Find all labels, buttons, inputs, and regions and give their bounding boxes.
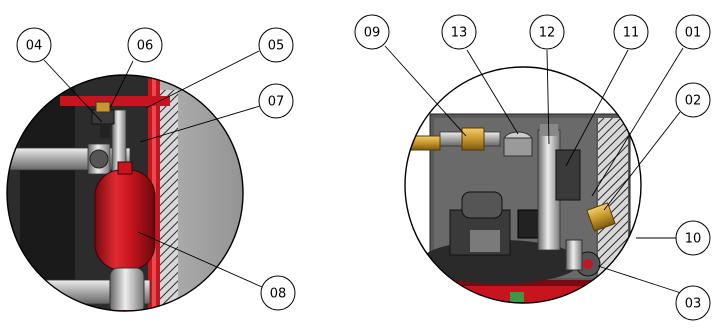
callout-06: 06 <box>127 27 163 63</box>
leader-04 <box>43 59 103 123</box>
callout-12-label: 12 <box>539 26 556 41</box>
leader-07 <box>139 105 261 143</box>
callout-01-label: 01 <box>685 26 702 41</box>
left-detail-view <box>6 74 244 312</box>
callout-03: 03 <box>675 285 711 321</box>
callout-11-label: 11 <box>623 26 640 41</box>
callout-01: 01 <box>675 14 711 50</box>
callout-06-label: 06 <box>137 39 154 54</box>
leader-09 <box>384 45 467 137</box>
right-detail-view <box>404 66 642 304</box>
leader-lines <box>43 45 684 294</box>
callout-05-label: 05 <box>268 39 285 54</box>
callout-05: 05 <box>258 27 294 63</box>
callout-08: 08 <box>260 275 296 311</box>
leader-12 <box>546 49 550 145</box>
callout-08-label: 08 <box>270 287 287 302</box>
callout-10-label: 10 <box>685 232 702 247</box>
leader-05 <box>145 50 260 109</box>
callout-04-label: 04 <box>26 39 43 54</box>
callout-10: 10 <box>675 220 711 256</box>
callout-12: 12 <box>529 14 565 50</box>
callout-13: 13 <box>441 14 477 50</box>
leader-06 <box>109 60 134 109</box>
callouts: 04 06 05 07 08 09 13 12 <box>16 14 711 321</box>
callout-09: 09 <box>354 14 390 50</box>
leader-13 <box>466 49 519 135</box>
callout-11: 11 <box>613 14 649 50</box>
callout-02-label: 02 <box>685 94 702 109</box>
callout-07: 07 <box>258 83 294 119</box>
callout-09-label: 09 <box>364 26 381 41</box>
callout-04: 04 <box>16 27 52 63</box>
callout-02: 02 <box>675 82 711 118</box>
callout-07-label: 07 <box>268 95 285 110</box>
leader-03 <box>597 265 682 294</box>
callout-13-label: 13 <box>451 26 468 41</box>
leader-08 <box>137 231 263 288</box>
leader-11 <box>565 49 629 167</box>
callout-03-label: 03 <box>685 297 702 312</box>
leader-01 <box>591 47 684 197</box>
leader-02 <box>603 111 681 211</box>
